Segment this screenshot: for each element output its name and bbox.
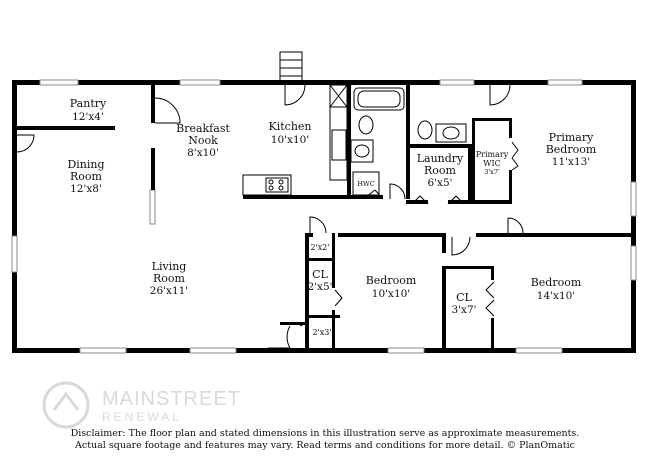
laundry-label-2: Room [424,164,457,177]
primary-bedroom-label-2: Bedroom [546,143,597,156]
primary-bedroom-label-1: Primary [549,131,594,144]
living-label-1: Living [152,260,187,273]
breakfast-label-1: Breakfast [176,122,230,135]
entry-stairs [279,51,303,83]
cl-right-dim: 3'x7' [451,304,476,316]
bedroom-center-label: Bedroom [366,274,417,287]
primary-wic-label-2: WIC [483,159,501,168]
interior-walls [17,85,636,353]
kitchen-dim: 10'x10' [271,134,309,146]
laundry-label-1: Laundry [417,152,464,165]
kitchen-label: Kitchen [269,120,312,133]
fixtures [242,84,467,196]
bedroom-right-label: Bedroom [531,276,582,289]
laundry-dim: 6'x5' [427,177,452,189]
mainstreet-logo: MAINSTREET RENEWAL [40,380,270,430]
exterior-walls [12,80,636,353]
cl-left-dim: 2'x5' [307,281,332,293]
primary-wic-label-1: Primary [476,150,509,159]
dining-label-2: Room [70,170,103,183]
disclaimer-line-1: Disclaimer: The floor plan and stated di… [70,428,580,439]
doors [16,84,524,349]
living-label-2: Room [153,272,186,285]
primary-wic-dim: 3'x7' [484,168,500,176]
pantry-label: Pantry [70,97,107,110]
dining-dim: 12'x8' [70,183,102,195]
logo-mark-icon [42,381,90,429]
breakfast-dim: 8'x10' [187,147,219,159]
closet-top-dim: 2'x2' [310,243,329,252]
disclaimer-line-2: Actual square footage and features may v… [75,440,575,451]
pantry-dim: 12'x4' [72,111,104,123]
logo-sub: RENEWAL [102,410,182,424]
living-dim: 26'x11' [150,285,188,297]
primary-bedroom-dim: 11'x13' [552,156,590,168]
logo-brand: MAINSTREET [102,388,241,410]
closet-bottom-dim: 2'x3' [312,328,331,337]
cl-left-label: CL [312,268,328,281]
cl-right-label: CL [456,291,472,304]
dining-label-1: Dining [67,158,104,171]
disclaimer: Disclaimer: The floor plan and stated di… [0,428,650,452]
windows [11,79,637,354]
breakfast-label-2: Nook [188,134,218,147]
bedroom-right-dim: 14'x10' [537,290,575,302]
hwc-label: HWC [357,180,374,188]
room-labels: Pantry 12'x4' Breakfast Nook 8'x10' Kitc… [67,97,596,337]
bedroom-center-dim: 10'x10' [372,288,410,300]
